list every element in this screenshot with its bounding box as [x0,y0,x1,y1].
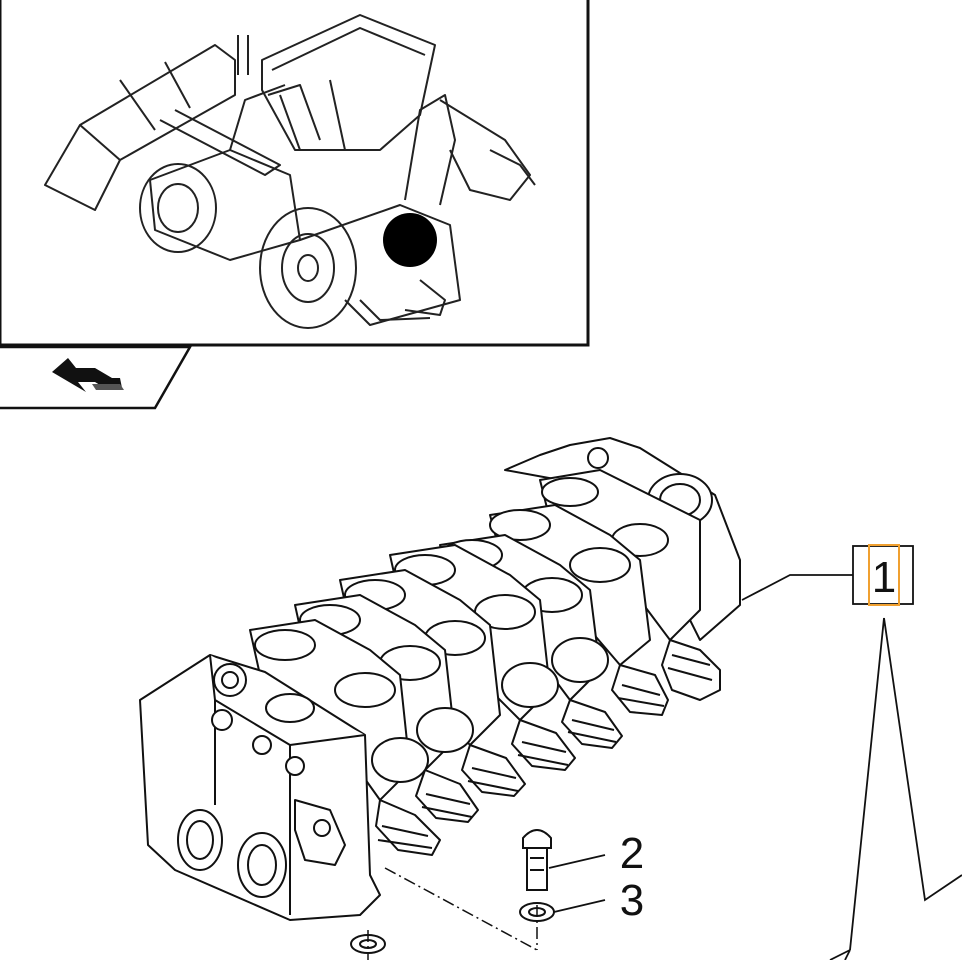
return-arrow-button[interactable] [0,345,193,410]
callout-2-label: 2 [620,829,644,878]
return-arrow-icon [52,358,122,392]
callout-3-label: 3 [620,876,644,925]
valve-sections [249,469,721,856]
callout-2[interactable]: 2 [548,829,644,878]
bolt-part [522,829,552,891]
callout-1-label: 1 [872,553,896,602]
locator-inset [0,0,590,347]
location-dot-icon [383,213,437,267]
callout-1-highlight [868,544,900,606]
callout-3[interactable]: 3 [553,876,644,925]
assembly-lines [367,867,538,960]
callout-1[interactable]: 1 [741,544,962,960]
backhoe-loader-locator-icon [44,14,536,329]
control-valve-assembly [139,437,741,921]
